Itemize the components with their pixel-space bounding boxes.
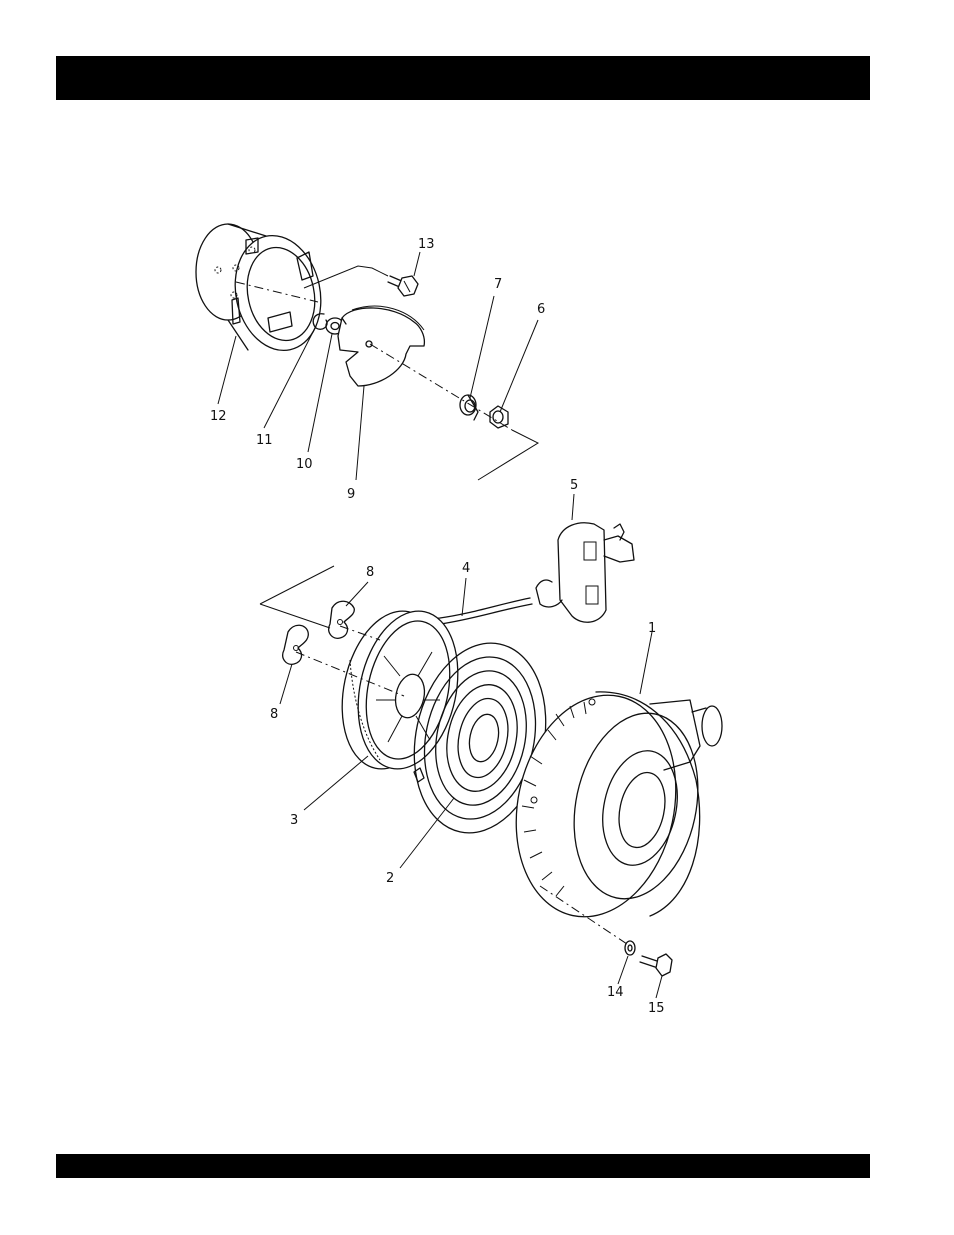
leader-5 — [572, 494, 574, 520]
callout-6: 6 — [537, 302, 545, 317]
part-8-pawl-lower — [283, 625, 309, 664]
leader-15 — [656, 976, 662, 998]
leader-2 — [400, 798, 454, 868]
callout-3: 3 — [290, 813, 298, 828]
leader-12 — [218, 336, 236, 404]
leader-8-upper — [346, 582, 368, 606]
leader-8-lower — [280, 664, 292, 704]
part-1-starter-case — [496, 680, 722, 932]
leader-9 — [356, 386, 364, 480]
leader-1 — [640, 632, 652, 694]
leader-14 — [618, 956, 628, 984]
leader-4 — [462, 578, 466, 616]
callout-9: 9 — [347, 487, 355, 502]
callout-11: 11 — [256, 433, 273, 448]
leader-3 — [304, 756, 368, 810]
part-8-pawl-upper — [329, 601, 355, 638]
callout-2: 2 — [386, 871, 394, 886]
axis-bracket-lower-a — [260, 566, 334, 604]
callout-4: 4 — [462, 561, 470, 576]
callout-10: 10 — [296, 457, 313, 472]
leader-6 — [500, 320, 538, 412]
axis-bracket-upper — [478, 430, 538, 480]
axis-bracket-lower-b — [260, 604, 330, 628]
part-15-bolt — [640, 954, 672, 976]
part-5-handle — [536, 523, 634, 622]
leader-7 — [470, 296, 494, 398]
callout-12: 12 — [210, 409, 227, 424]
callout-5: 5 — [570, 478, 578, 493]
callout-1: 1 — [648, 621, 656, 636]
callout-14: 14 — [607, 985, 624, 1000]
leader-10 — [308, 334, 332, 452]
callout-7: 7 — [494, 277, 502, 292]
callout-8-lower: 8 — [270, 707, 278, 722]
part-9-ratchet-plate — [338, 306, 424, 386]
part-13-bolt — [388, 276, 418, 296]
part-6-nut — [490, 406, 508, 428]
callout-13: 13 — [418, 237, 435, 252]
callout-15: 15 — [648, 1001, 665, 1016]
part-12-pulley-cup — [196, 224, 331, 358]
part-14-washer — [625, 941, 635, 955]
centerline-upper-b — [370, 344, 512, 430]
part-3-reel — [328, 602, 471, 778]
callout-8-upper: 8 — [366, 565, 374, 580]
leader-13 — [414, 252, 420, 276]
